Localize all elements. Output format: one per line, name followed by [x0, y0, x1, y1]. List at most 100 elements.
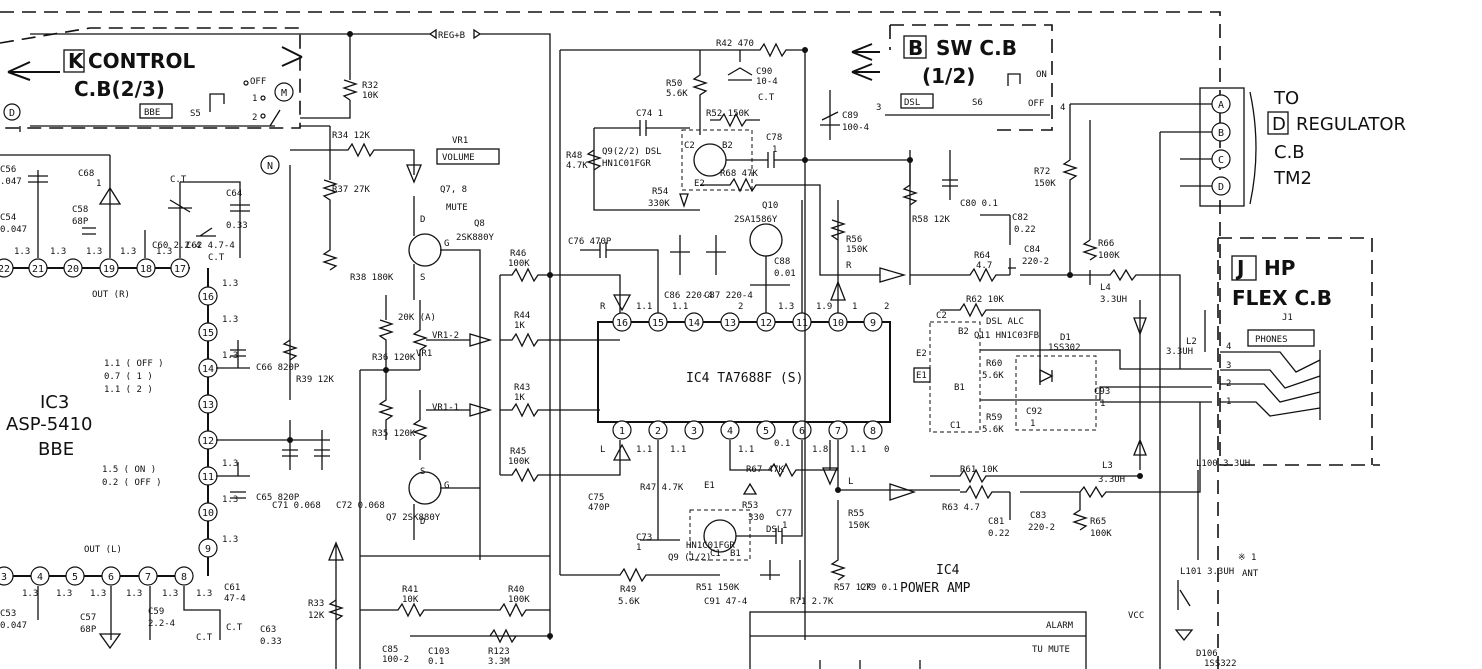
- svg-text:6: 6: [799, 426, 805, 437]
- svg-text:R45: R45: [510, 447, 526, 457]
- svg-text:0.1: 0.1: [428, 657, 444, 667]
- svg-text:R46: R46: [510, 249, 526, 259]
- svg-text:4: 4: [37, 572, 43, 583]
- svg-text:L4: L4: [1100, 283, 1111, 293]
- ic4: IC4 TA7688F (S) 16 15 14 13 12 11 10 9 1…: [597, 302, 971, 596]
- svg-text:C2: C2: [684, 141, 695, 151]
- svg-text:1: 1: [782, 521, 787, 531]
- svg-text:C1: C1: [710, 549, 721, 559]
- svg-text:R37 27K: R37 27K: [332, 185, 371, 195]
- svg-text:C64: C64: [226, 189, 242, 199]
- svg-text:14: 14: [202, 364, 214, 375]
- svg-text:C.T: C.T: [758, 93, 775, 103]
- svg-text:C2: C2: [936, 311, 947, 321]
- hp-board-title: HP: [1264, 256, 1295, 280]
- svg-text:HN1C01FGR: HN1C01FGR: [602, 159, 651, 169]
- svg-text:150K: 150K: [846, 245, 868, 255]
- output-network-left: R61 10K L R63 4.7 C81 0.22 C83 220-2 L3 …: [822, 402, 1259, 669]
- svg-text:16: 16: [616, 318, 628, 329]
- svg-text:1.1: 1.1: [670, 445, 686, 455]
- svg-text:C65 820P: C65 820P: [256, 493, 300, 503]
- svg-text:18: 18: [140, 264, 152, 275]
- svg-text:C83: C83: [1030, 511, 1046, 521]
- hp-board-subtitle: FLEX C.B: [1232, 286, 1332, 310]
- svg-text:VCC: VCC: [1128, 611, 1144, 621]
- svg-text:R66: R66: [1098, 239, 1114, 249]
- svg-text:5.6K: 5.6K: [982, 425, 1004, 435]
- svg-text:DSL ALC: DSL ALC: [986, 317, 1024, 327]
- reg-b-label: REG+B: [438, 31, 465, 41]
- svg-text:C63: C63: [260, 625, 276, 635]
- svg-text:R34 12K: R34 12K: [332, 131, 371, 141]
- svg-text:ANT: ANT: [1242, 569, 1259, 579]
- ic3-right-pins: 16 15 14 13 12 11 10 9 1.3 1.3 1.3 1.3 1…: [84, 279, 238, 558]
- svg-text:MUTE: MUTE: [446, 203, 468, 213]
- board-outlines: [0, 11, 1380, 669]
- regulator-title: REGULATOR: [1296, 114, 1406, 135]
- svg-text:Q8: Q8: [474, 219, 485, 229]
- svg-text:1.5 ( ON ): 1.5 ( ON ): [102, 465, 156, 475]
- svg-text:R61 10K: R61 10K: [960, 465, 999, 475]
- svg-text:1.9: 1.9: [816, 302, 832, 312]
- alarm-label: ALARM: [1046, 621, 1074, 631]
- svg-text:1.3: 1.3: [222, 535, 238, 545]
- svg-text:1: 1: [772, 145, 777, 155]
- svg-text:3: 3: [691, 426, 697, 437]
- ic4-feedback-bottom: R67 47K E1 R53 330 DSL Q9 (1/2) HN1C01FG…: [668, 440, 898, 607]
- svg-text:Q7, 8: Q7, 8: [440, 185, 467, 195]
- svg-text:1.3: 1.3: [56, 589, 72, 599]
- svg-text:0.2 ( OFF ): 0.2 ( OFF ): [102, 478, 162, 488]
- svg-text:R62 10K: R62 10K: [966, 295, 1005, 305]
- svg-text:2: 2: [884, 302, 889, 312]
- svg-text:1.1 ( OFF ): 1.1 ( OFF ): [104, 359, 164, 369]
- bbe-box-label: BBE: [144, 108, 160, 118]
- svg-text:22: 22: [0, 264, 10, 275]
- svg-text:220-2: 220-2: [1022, 257, 1049, 267]
- svg-text:OFF: OFF: [250, 77, 266, 87]
- svg-text:100K: 100K: [508, 595, 530, 605]
- svg-text:R52 150K: R52 150K: [706, 109, 750, 119]
- svg-text:2: 2: [738, 302, 743, 312]
- svg-text:0.22: 0.22: [1014, 225, 1036, 235]
- svg-text:4.7: 4.7: [976, 261, 992, 271]
- svg-text:1.1: 1.1: [850, 445, 866, 455]
- svg-text:10: 10: [202, 508, 214, 519]
- svg-text:7: 7: [145, 572, 151, 583]
- svg-text:0.7 ( 1 ): 0.7 ( 1 ): [104, 372, 153, 382]
- svg-text:G: G: [444, 481, 449, 491]
- svg-text:D: D: [420, 517, 425, 527]
- svg-text:C59: C59: [148, 607, 164, 617]
- ic4-input-network: R46 100K R44 1K R43 1K R45 100K C76 470P…: [499, 237, 720, 607]
- svg-text:C62 4.7-4: C62 4.7-4: [186, 241, 235, 251]
- svg-text:2SK880Y: 2SK880Y: [456, 233, 495, 243]
- svg-text:0.33: 0.33: [260, 637, 282, 647]
- svg-text:4: 4: [1060, 103, 1065, 113]
- sw-board-letter: B: [908, 36, 923, 60]
- phones-label: PHONES: [1255, 335, 1288, 345]
- svg-text:R35 120K: R35 120K: [372, 429, 416, 439]
- svg-text:C.T: C.T: [196, 633, 213, 643]
- svg-text:21: 21: [32, 264, 44, 275]
- svg-text:4: 4: [727, 426, 733, 437]
- svg-text:R72: R72: [1034, 167, 1050, 177]
- svg-text:B1: B1: [954, 383, 965, 393]
- svg-text:100K: 100K: [1090, 529, 1112, 539]
- svg-text:2: 2: [252, 113, 257, 123]
- control-board-label: K CONTROL C.B(2/3) BBE S5 OFF 1 2 M N D: [3, 46, 303, 175]
- sw-board-title: SW C.B: [936, 36, 1017, 60]
- svg-text:5: 5: [72, 572, 78, 583]
- svg-text:C79 0.1: C79 0.1: [860, 583, 898, 593]
- regulator-tm2-label: TM2: [1273, 168, 1312, 189]
- ic3-sub: BBE: [38, 439, 74, 460]
- svg-text:L2: L2: [1186, 337, 1197, 347]
- svg-text:1.3: 1.3: [50, 247, 66, 257]
- svg-text:1: 1: [852, 302, 857, 312]
- svg-text:D1: D1: [1060, 333, 1071, 343]
- svg-text:S: S: [420, 467, 425, 477]
- svg-text:R43: R43: [514, 383, 530, 393]
- svg-text:8: 8: [181, 572, 187, 583]
- svg-text:5.6K: 5.6K: [982, 371, 1004, 381]
- svg-text:1.3: 1.3: [90, 589, 106, 599]
- svg-text:R64: R64: [974, 251, 990, 261]
- svg-text:1: 1: [636, 543, 641, 553]
